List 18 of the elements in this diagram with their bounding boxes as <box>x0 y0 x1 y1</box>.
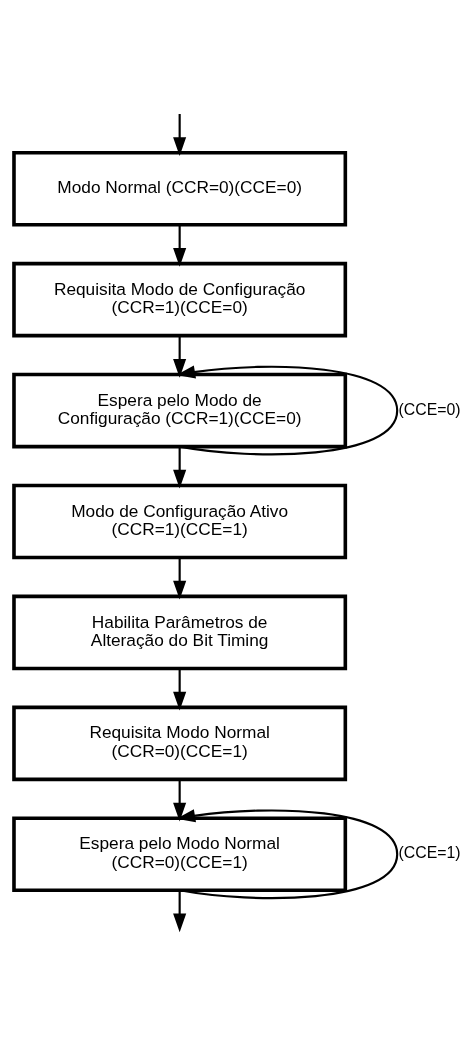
node-box: Espera pelo Modo Normal (CCR=0)(CCE=1) <box>12 815 348 892</box>
arrow <box>176 808 399 899</box>
arrow <box>173 446 187 489</box>
node-box: Requisita Modo Normal (CCR=0)(CCE=1) <box>12 705 348 781</box>
arrow <box>173 224 187 267</box>
arrow <box>173 557 187 600</box>
arrow <box>173 668 187 710</box>
node-box: Modo de Configuração Ativo (CCR=1)(CCE=1) <box>12 483 348 559</box>
arrow <box>173 779 187 821</box>
edge-label: (CCE=0) <box>398 400 461 418</box>
edge-label: (CCE=1) <box>398 843 461 861</box>
node-box: Habilita Parâmetros de Alteração do Bit Timing <box>12 594 348 670</box>
node-box: Espera pelo Modo de Configuração (CCR=1)(CCE=0) <box>12 372 348 448</box>
arrow <box>173 889 187 932</box>
node-box: Modo Normal (CCR=0)(CCE=0) <box>12 150 348 227</box>
node-box: Requisita Modo de Configuração (CCR=1)(CCE=0) <box>12 261 348 337</box>
arrow <box>173 335 187 378</box>
arrow <box>173 113 187 156</box>
